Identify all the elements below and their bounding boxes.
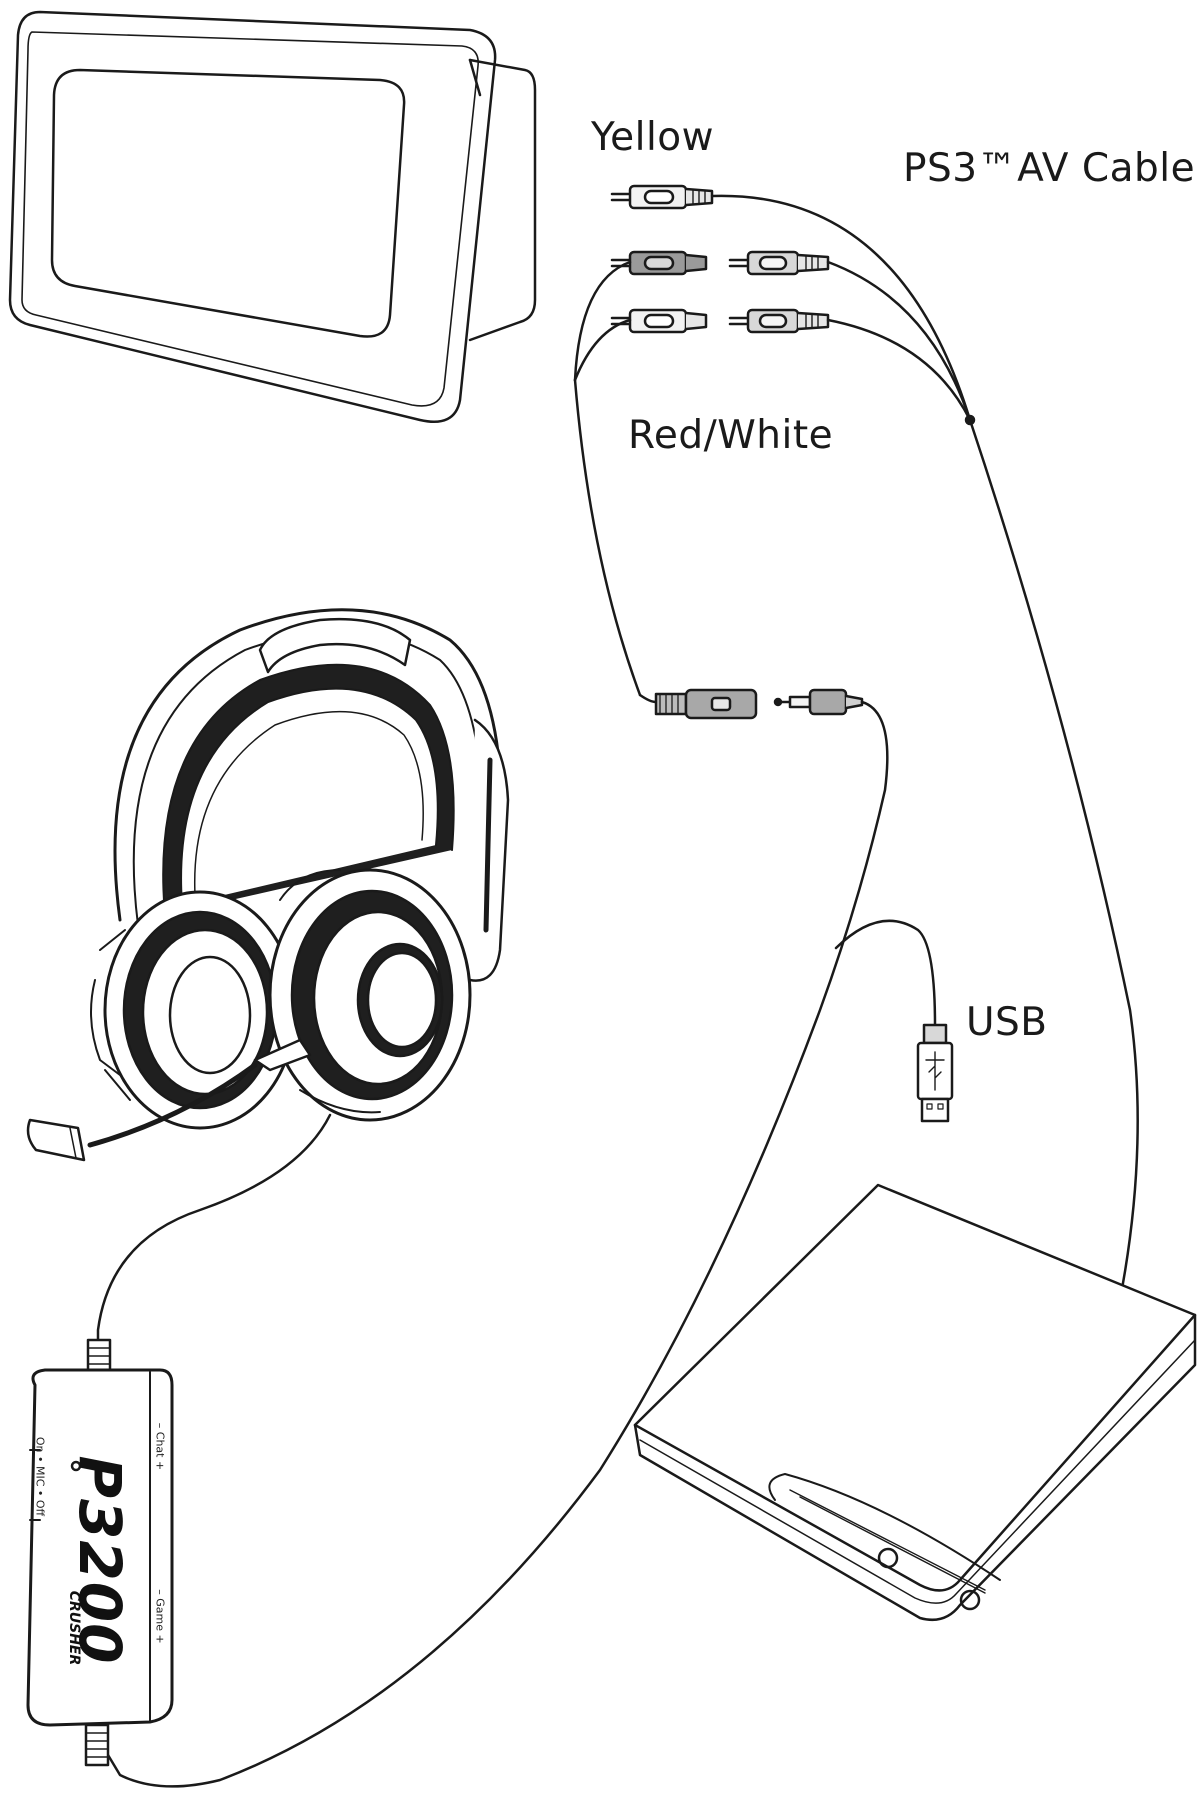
- headset-illustration: [28, 610, 508, 1160]
- red-white-label: Red/White: [628, 413, 834, 458]
- amp-chat-label: – Chat +: [153, 1422, 167, 1471]
- amp-mic-switch-label: On • MIC • Off: [33, 1436, 47, 1517]
- ps3-console: [635, 1185, 1195, 1620]
- usb-label: USB: [966, 1000, 1048, 1045]
- av-cable: [712, 196, 1138, 1310]
- amp-game-label: – Game +: [153, 1589, 167, 1644]
- tv-illustration: [10, 12, 535, 422]
- headset-cable: [98, 1115, 330, 1350]
- yellow-label: Yellow: [591, 115, 715, 160]
- audio-jack-plug: [108, 690, 887, 1786]
- audio-adapter-plug: [640, 690, 756, 718]
- usb-cable: [836, 921, 935, 1025]
- yellow-rca-plug: [612, 186, 712, 208]
- usb-plug: [918, 1025, 952, 1121]
- av-cable-label: PS3™AV Cable: [903, 146, 1196, 191]
- red-white-cable: [575, 262, 640, 695]
- amp-brand-label: CRUSHER: [66, 1590, 82, 1666]
- headset-amplifier: [28, 1340, 172, 1765]
- red-white-rca-plugs: [612, 252, 828, 332]
